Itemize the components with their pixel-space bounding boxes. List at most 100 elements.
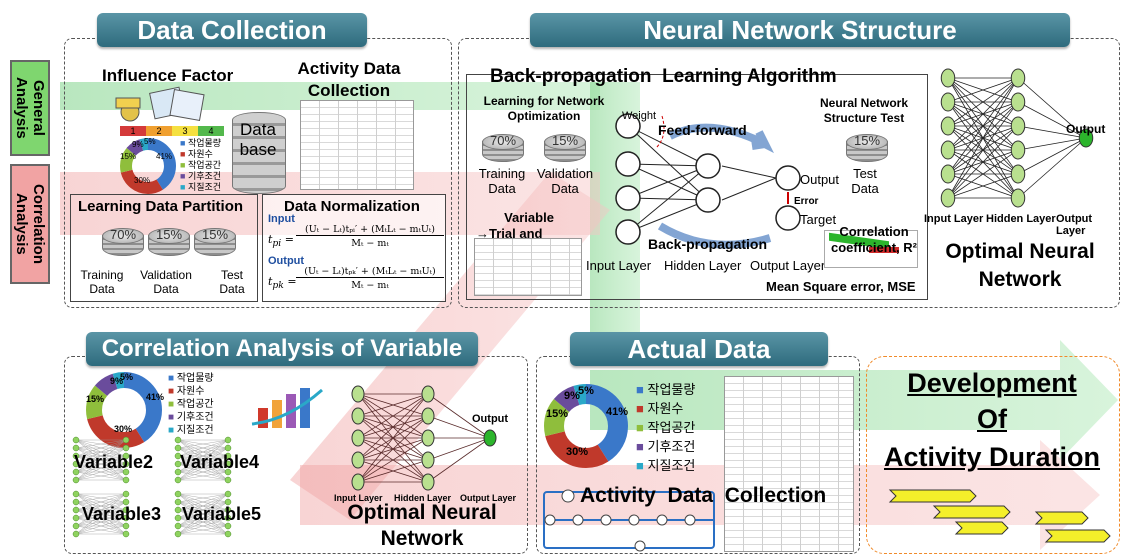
- bp-hidden-layer-label: Hidden Layer: [664, 258, 742, 273]
- actual-pie-legend: ■ 작업물량 ■ 자원수 ■ 작업공간 ■ 기후조건 ■ 지질조건: [636, 382, 696, 473]
- variable-connection: [75, 439, 127, 449]
- nn-test-label: Neural Network Structure Test: [819, 96, 909, 125]
- nn-training-data-label: Training Data: [478, 166, 526, 196]
- nn-training-pct: 70%: [489, 133, 517, 148]
- actual-donut-chart: [544, 384, 628, 468]
- variable-node: [122, 460, 130, 468]
- variable-node: [72, 468, 80, 476]
- bp-input-layer-label: Input Layer: [586, 258, 652, 273]
- variable5-label: Variable5: [182, 504, 262, 524]
- legend-item: 작업공간: [176, 399, 214, 410]
- factor-donut-chart: [120, 138, 176, 194]
- variable-node: [122, 530, 130, 538]
- variable-node: [122, 506, 130, 514]
- variable-connection: [177, 439, 229, 465]
- test-pct: 15%: [201, 227, 229, 242]
- variable-node: [174, 436, 182, 444]
- variable-node: [122, 444, 130, 452]
- variable-node: [224, 476, 232, 484]
- variable-connection: [177, 525, 229, 535]
- correlation-pie-legend: ■ 작업물량 ■ 자원수 ■ 작업공간 ■ 기후조건 ■ 지질조건: [168, 373, 214, 436]
- variable-connection: [177, 493, 229, 527]
- actual-pie-label-41: 41%: [606, 406, 629, 418]
- legend-item: 자원수: [176, 386, 205, 397]
- variable-connection: [177, 493, 229, 503]
- variable-node: [224, 436, 232, 444]
- validation-disk: 15%: [148, 227, 190, 258]
- mse-label: Mean Square error, MSE: [766, 279, 916, 294]
- correlation-analysis-text: Correlation Analysis: [13, 183, 47, 264]
- corr-optimal-title: Optimal Neural Network: [347, 501, 497, 550]
- training-pct: 70%: [109, 227, 137, 242]
- bp-nodes: [615, 113, 801, 245]
- corr-output-label: Output: [472, 413, 509, 425]
- variable-connection: [75, 439, 127, 481]
- formula-output-lhs: t: [268, 275, 273, 288]
- variable-node: [224, 452, 232, 460]
- variable-node: [122, 436, 130, 444]
- network-node: [351, 451, 365, 469]
- variable-node: [174, 530, 182, 538]
- validation-data-label: Validation Data: [140, 268, 192, 296]
- network-connection: [357, 393, 429, 417]
- development-title-line2: Of: [977, 404, 1007, 434]
- actual-pie-label-5: 5%: [578, 385, 594, 397]
- network-node: [421, 407, 435, 425]
- actual-pie-label-30: 30%: [566, 446, 589, 458]
- variable-connection: [75, 447, 127, 481]
- variable-connection: [75, 471, 127, 481]
- output-node-label: Output: [800, 172, 840, 187]
- normalization-output-label: Output: [268, 255, 305, 267]
- network-connection: [357, 459, 429, 483]
- network-node: [421, 473, 435, 491]
- training-disk: 70%: [102, 227, 144, 258]
- variable-node: [224, 444, 232, 452]
- nn-test-disk: 15%: [846, 133, 888, 164]
- learning-partition-box: [70, 194, 258, 302]
- variable-node: [72, 444, 80, 452]
- variable-connection: [75, 501, 127, 535]
- legend-item: 작업공간: [187, 160, 222, 170]
- variable-connection: [75, 439, 127, 457]
- legend-item: 지질조건: [647, 458, 696, 473]
- optimal-output-label: Output: [1066, 122, 1106, 136]
- nn-test-pct: 15%: [853, 133, 881, 148]
- bp-network-diagram: [615, 113, 801, 249]
- variable-connection: [75, 509, 127, 535]
- back-propagation-arrow: [657, 222, 772, 249]
- nn-validation-data-label: Validation Data: [536, 166, 594, 196]
- corr-pie-label-41: 41%: [146, 392, 165, 402]
- network-connection: [357, 393, 429, 461]
- variable-connection: [75, 455, 127, 481]
- variable-connection: [177, 439, 229, 449]
- factor-bar-4: 4: [198, 126, 224, 136]
- variable-connection: [177, 455, 229, 481]
- corr-optimal-network: [351, 385, 497, 491]
- variable-node: [122, 452, 130, 460]
- variable-node: [174, 522, 182, 530]
- corr-output-layer-label: Output Layer: [460, 493, 517, 503]
- variable2-label: Variable2: [74, 452, 154, 472]
- correlation-analysis-arrow: [300, 440, 1100, 550]
- variable-connection: [177, 447, 229, 481]
- network-connection: [1017, 137, 1087, 199]
- network-connection: [947, 77, 1019, 199]
- variable-connection: [75, 463, 127, 481]
- correlation-chart: [824, 230, 918, 268]
- feed-forward-arrow: [668, 123, 775, 154]
- variable-connection: [75, 493, 127, 503]
- variable-node: [224, 460, 232, 468]
- variable-connection: [177, 439, 229, 473]
- variable-node: [72, 522, 80, 530]
- corr-network-connections: [357, 393, 491, 483]
- training-data-label: Training Data: [80, 268, 124, 296]
- variable-connection: [177, 501, 229, 535]
- nn-training-disk: 70%: [482, 133, 524, 164]
- legend-item: 기후조건: [187, 171, 222, 181]
- variable-node: [224, 522, 232, 530]
- network-connection: [947, 101, 1019, 199]
- corr-network-nodes: [351, 385, 497, 491]
- corr-hidden-layer-label: Hidden Layer: [394, 493, 452, 503]
- variable-node: [122, 476, 130, 484]
- learning-partition-title: Learning Data Partition: [78, 198, 244, 215]
